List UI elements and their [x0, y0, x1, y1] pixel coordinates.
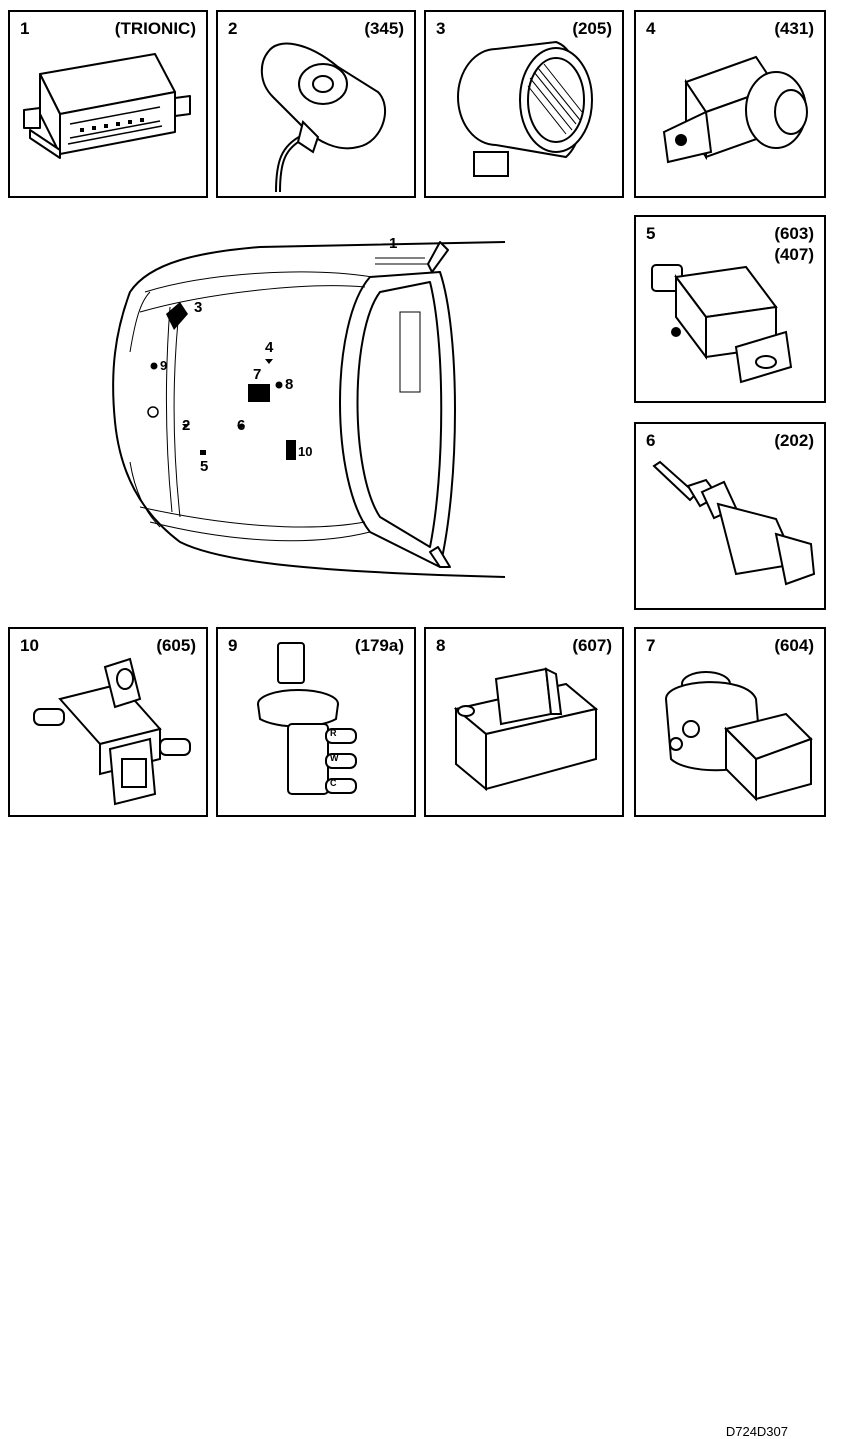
module-box-icon	[453, 667, 599, 792]
component-code: (179a)	[354, 636, 404, 655]
location-label: 9	[160, 358, 168, 373]
component-code: (202)	[774, 431, 814, 450]
port-letter: W	[330, 753, 339, 763]
throttle-body-icon	[664, 671, 813, 802]
component-code-secondary: (407)	[774, 245, 814, 264]
component-number: 2	[228, 19, 238, 38]
ecu-control-unit-icon	[23, 53, 191, 159]
component-code: (607)	[572, 636, 612, 655]
crankshaft-sensor-icon	[260, 42, 387, 193]
location-label: 1	[389, 235, 398, 252]
port-letter: R	[330, 728, 337, 738]
location-label: 7	[253, 366, 262, 383]
component-panel-4: 4 (431)	[634, 10, 826, 198]
location-label: 4	[265, 339, 274, 356]
location-label: 10	[298, 444, 313, 459]
solenoid-valve-icon	[33, 657, 191, 806]
component-panel-6: 6 (202)	[634, 422, 826, 610]
diagram-reference-id: D724D307	[725, 1424, 788, 1439]
component-number: 6	[646, 431, 656, 450]
car-outline-icon	[112, 241, 505, 578]
component-code: (431)	[774, 19, 814, 38]
component-number: 9	[228, 636, 238, 655]
location-label: 2	[182, 417, 191, 434]
location-label: 8	[285, 376, 294, 393]
component-code: (TRIONIC)	[114, 19, 196, 38]
component-panel-8: 8 (607)	[424, 627, 624, 817]
component-code: (604)	[774, 636, 814, 655]
car-location-diagram: 1 2 3 4 5 6 7 8 9 10	[110, 222, 505, 584]
component-code: (205)	[572, 19, 612, 38]
pressure-sensor-icon	[662, 55, 808, 164]
port-letter: C	[330, 778, 337, 788]
location-label: 5	[200, 458, 209, 475]
vacuum-valve-icon	[257, 642, 357, 795]
location-label: 6	[237, 417, 246, 434]
component-number: 7	[646, 636, 656, 655]
component-panel-2: 2 (345)	[216, 10, 416, 198]
boost-pressure-sensor-icon	[651, 264, 793, 384]
component-number: 1	[20, 19, 30, 38]
component-number: 5	[646, 224, 656, 243]
component-panel-3: 3 (205)	[424, 10, 624, 198]
location-label: 3	[194, 299, 203, 316]
component-panel-1: 1 (TRIONIC)	[8, 10, 208, 198]
component-code: (605)	[156, 636, 196, 655]
component-number: 4	[646, 19, 656, 38]
component-panel-5: 5 (603) (407)	[634, 215, 826, 403]
component-number: 10	[20, 636, 39, 655]
component-code: (603)	[774, 224, 814, 243]
component-number: 8	[436, 636, 446, 655]
air-mass-meter-icon	[457, 40, 593, 177]
component-number: 3	[436, 19, 446, 38]
component-panel-10: 10 (605)	[8, 627, 208, 817]
component-code: (345)	[364, 19, 404, 38]
component-panel-9: 9 (179a) R W C	[216, 627, 416, 817]
temperature-sensor-icon	[652, 460, 816, 586]
component-panel-7: 7 (604) D724D307	[634, 627, 826, 1439]
